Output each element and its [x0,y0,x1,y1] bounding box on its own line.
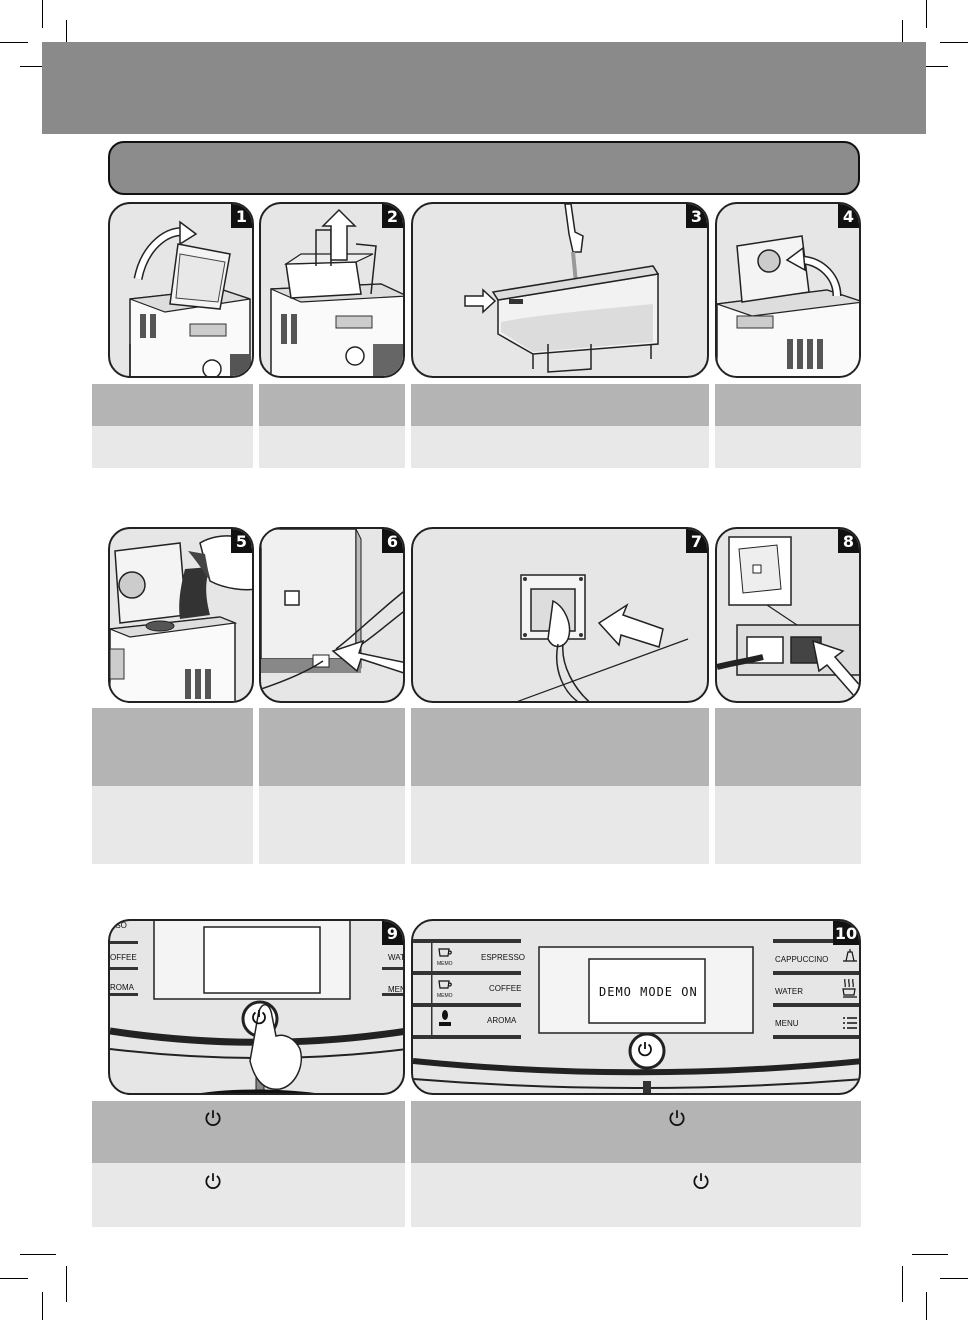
milk-icon [843,949,857,962]
step-10-caption-title [411,1101,861,1163]
crop-mark [66,20,67,56]
bean-icon [439,1010,451,1026]
crop-mark [926,0,927,28]
power-icon[interactable] [250,1008,268,1026]
step-3-illustration: 3 [411,202,709,378]
step-6-caption-title [259,708,405,786]
section-title-bar [108,141,860,195]
crop-mark [66,1266,67,1302]
step-7-illustration: 7 [411,527,709,703]
crop-mark [902,1266,903,1302]
panel9-label-right-2: MEN [388,985,405,994]
menu-button[interactable]: MENU [775,1019,799,1028]
step-number-badge: 9 [382,921,403,945]
water-button[interactable]: WATER [775,987,803,996]
espresso-button[interactable]: ESPRESSO [481,953,526,962]
cappuccino-button[interactable]: CAPPUCCINO [775,955,829,964]
step-number-badge: 10 [833,921,859,945]
step-7-caption-title [411,708,709,786]
crop-mark [902,20,903,56]
step-10-illustration: DEMO MODE ON MEMO MEMO ESPRESSO COFFEE A… [411,919,861,1095]
step-10-caption-body [411,1163,861,1227]
crop-mark [940,1278,968,1279]
crop-mark [42,0,43,28]
crop-mark [42,1292,43,1320]
step-2-illustration: 2 [259,202,405,378]
memo-label: MEMO [437,961,453,967]
step-5-caption-body [92,786,253,864]
cup-icon [438,948,452,957]
crop-mark [20,66,56,67]
step-number-badge: 1 [231,204,252,228]
panel9-label-left-3: ROMA [110,983,134,992]
step-number-badge: 8 [838,529,859,553]
step-8-caption-title [715,708,861,786]
step-3-caption-body [411,426,709,468]
step-8-illustration: 8 [715,527,861,703]
memo-label: MEMO [437,993,453,999]
step-2-caption-body [259,426,405,468]
power-icon[interactable] [636,1040,654,1058]
crop-mark [20,1254,56,1255]
menu-icon [843,1017,857,1029]
step-7-caption-body [411,786,709,864]
panel9-label-left-2: OFFEE [110,953,137,962]
crop-mark [912,66,948,67]
step-1-caption-title [92,384,253,426]
crop-mark [0,1278,28,1279]
step-8-caption-body [715,786,861,864]
step-number-badge: 2 [382,204,403,228]
step-6-illustration: 6 [259,527,405,703]
step-1-caption-body [92,426,253,468]
coffee-button[interactable]: COFFEE [489,984,522,993]
step-5-illustration: 5 [108,527,254,703]
crop-mark [0,42,28,43]
step-3-caption-title [411,384,709,426]
power-icon [205,1110,221,1126]
step-2-caption-title [259,384,405,426]
step-9-caption-title [92,1101,405,1163]
crop-mark [926,1292,927,1320]
aroma-button[interactable]: AROMA [487,1016,517,1025]
step-number-badge: 5 [231,529,252,553]
power-icon [669,1110,685,1126]
step-number-badge: 3 [686,204,707,228]
step-number-badge: 7 [686,529,707,553]
step-9-illustration: SSO OFFEE ROMA WAT MEN 9 [108,919,405,1095]
power-icon [693,1173,709,1189]
step-9-caption-body [92,1163,405,1227]
demo-mode-display: DEMO MODE ON [599,985,698,999]
step-number-badge: 4 [838,204,859,228]
step-4-caption-body [715,426,861,468]
step-1-illustration: 1 [108,202,254,378]
step-4-illustration: 4 [715,202,861,378]
header-band [42,42,926,134]
water-icon [842,979,857,998]
cup-icon [438,980,452,989]
step-4-caption-title [715,384,861,426]
step-5-caption-title [92,708,253,786]
step-6-caption-body [259,786,405,864]
power-icon [205,1173,221,1189]
crop-mark [912,1254,948,1255]
step-number-badge: 6 [382,529,403,553]
panel9-label-right-1: WAT [388,953,405,962]
panel9-label-left-1: SSO [110,921,127,930]
crop-mark [940,42,968,43]
